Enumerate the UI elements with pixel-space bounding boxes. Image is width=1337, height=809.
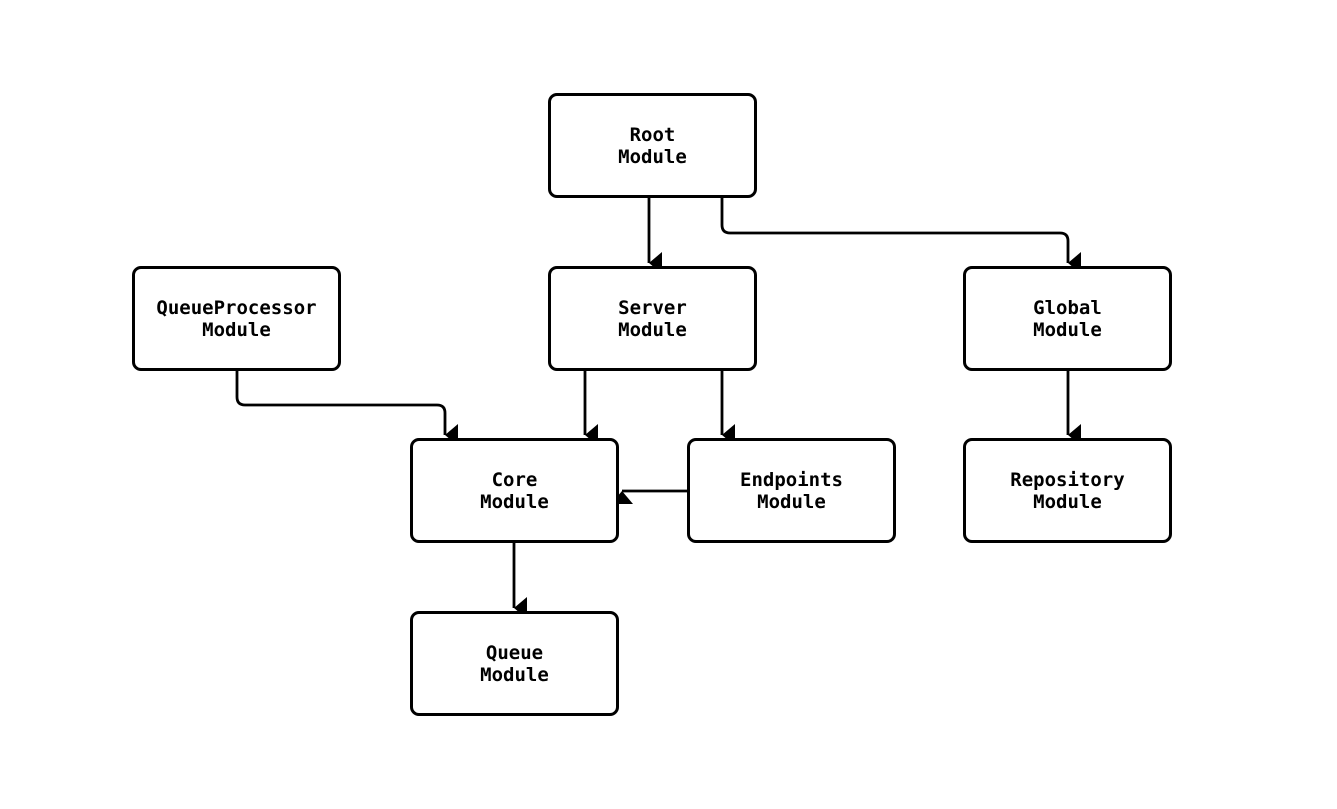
node-core-module: Core Module [410,438,619,543]
node-label: Endpoints [740,468,843,491]
node-label: Repository [1010,468,1125,491]
node-label: Module [480,663,549,686]
node-label: Root [629,123,676,146]
node-queueprocessor-module: QueueProcessor Module [132,266,341,371]
node-label: Queue [485,641,544,664]
node-root-module: Root Module [548,93,757,198]
node-label: Module [618,145,687,168]
node-label: Core [491,468,538,491]
node-label: Server [618,296,687,319]
node-label: Module [202,318,271,341]
node-label: Module [618,318,687,341]
node-label: QueueProcessor [156,296,317,319]
node-global-module: Global Module [963,266,1172,371]
node-queue-module: Queue Module [410,611,619,716]
node-endpoints-module: Endpoints Module [687,438,896,543]
node-label: Module [757,490,826,513]
node-label: Global [1033,296,1102,319]
node-label: Module [1033,490,1102,513]
node-repository-module: Repository Module [963,438,1172,543]
node-label: Module [1033,318,1102,341]
node-server-module: Server Module [548,266,757,371]
edge-queueprocessor-to-core [235,371,458,446]
edge-root-to-global [720,198,1081,274]
node-label: Module [480,490,549,513]
